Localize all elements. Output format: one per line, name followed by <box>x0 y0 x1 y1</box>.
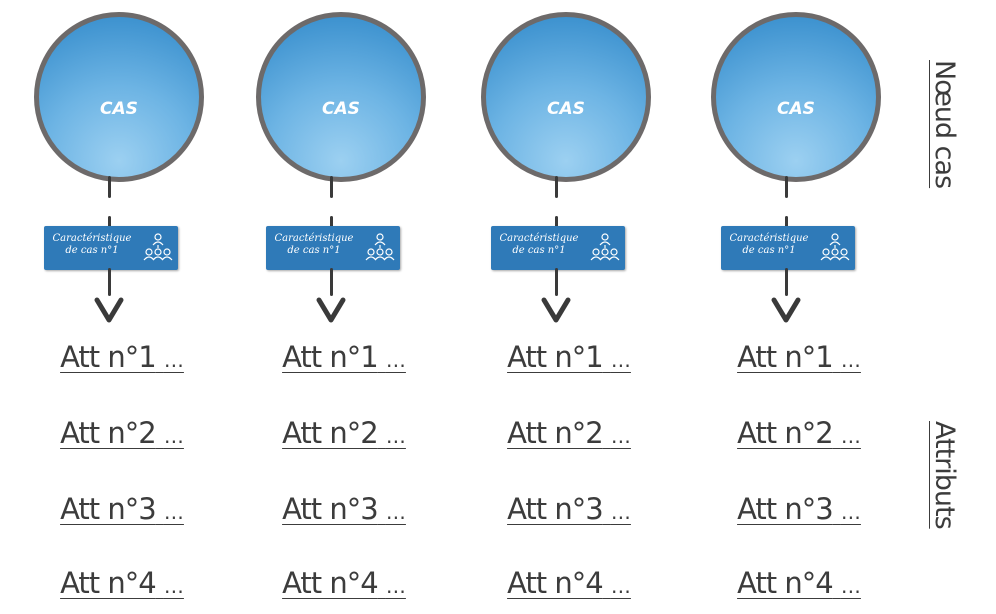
case-node: CAS <box>256 12 426 182</box>
connector-line <box>330 176 333 198</box>
characteristic-label: Caractéristique de cas n°1 <box>499 233 579 256</box>
attribute-item: Att n°4 … <box>282 566 406 600</box>
attribute-item: Att n°2 … <box>282 416 406 450</box>
connector-line <box>785 216 788 232</box>
case-column: CAS Caractéristique de cas n°1 Att n°1 …… <box>469 0 669 614</box>
arrow-stem <box>555 268 558 296</box>
arrow-stem <box>785 268 788 296</box>
attribute-item: Att n°4 … <box>60 566 184 600</box>
case-characteristic-tag: Caractéristique de cas n°1 <box>266 226 400 270</box>
connector-line <box>330 216 333 232</box>
attribute-item: Att n°1 … <box>507 340 631 374</box>
hierarchy-people-icon <box>590 233 620 261</box>
attribute-item: Att n°3 … <box>737 492 861 526</box>
arrow-stem <box>108 268 111 296</box>
chevron-down-icon <box>771 297 801 323</box>
attribute-item: Att n°2 … <box>507 416 631 450</box>
chevron-down-icon <box>316 297 346 323</box>
connector-line <box>555 176 558 198</box>
case-node-label: CAS <box>777 99 815 119</box>
hierarchy-people-icon <box>365 233 395 261</box>
case-node-label: CAS <box>100 99 138 119</box>
connector-line <box>108 216 111 232</box>
case-characteristic-tag: Caractéristique de cas n°1 <box>491 226 625 270</box>
case-column: CAS Caractéristique de cas n°1 Att n°1 …… <box>244 0 444 614</box>
hierarchy-people-icon <box>143 233 173 261</box>
case-node: CAS <box>34 12 204 182</box>
attribute-item: Att n°1 … <box>737 340 861 374</box>
case-node: CAS <box>481 12 651 182</box>
chevron-down-icon <box>541 297 571 323</box>
case-column: CAS Caractéristique de cas n°1 Att n°1 …… <box>22 0 222 614</box>
case-characteristic-tag: Caractéristique de cas n°1 <box>721 226 855 270</box>
connector-line <box>785 176 788 198</box>
connector-line <box>108 176 111 198</box>
case-node: CAS <box>711 12 881 182</box>
attribute-item: Att n°4 … <box>737 566 861 600</box>
arrow-stem <box>330 268 333 296</box>
attribute-item: Att n°4 … <box>507 566 631 600</box>
attribute-item: Att n°3 … <box>507 492 631 526</box>
attribute-item: Att n°1 … <box>60 340 184 374</box>
side-label-node-cas: Nœud cas <box>929 59 960 189</box>
side-label-attributs: Attributs <box>929 421 960 529</box>
hierarchy-people-icon <box>820 233 850 261</box>
chevron-down-icon <box>94 297 124 323</box>
attribute-item: Att n°1 … <box>282 340 406 374</box>
case-node-label: CAS <box>547 99 585 119</box>
characteristic-label: Caractéristique de cas n°1 <box>729 233 809 256</box>
case-node-label: CAS <box>322 99 360 119</box>
case-characteristic-tag: Caractéristique de cas n°1 <box>44 226 178 270</box>
connector-line <box>555 216 558 232</box>
attribute-item: Att n°3 … <box>282 492 406 526</box>
characteristic-label: Caractéristique de cas n°1 <box>52 233 132 256</box>
attribute-item: Att n°2 … <box>60 416 184 450</box>
case-column: CAS Caractéristique de cas n°1 Att n°1 …… <box>699 0 899 614</box>
characteristic-label: Caractéristique de cas n°1 <box>274 233 354 256</box>
attribute-item: Att n°3 … <box>60 492 184 526</box>
attribute-item: Att n°2 … <box>737 416 861 450</box>
